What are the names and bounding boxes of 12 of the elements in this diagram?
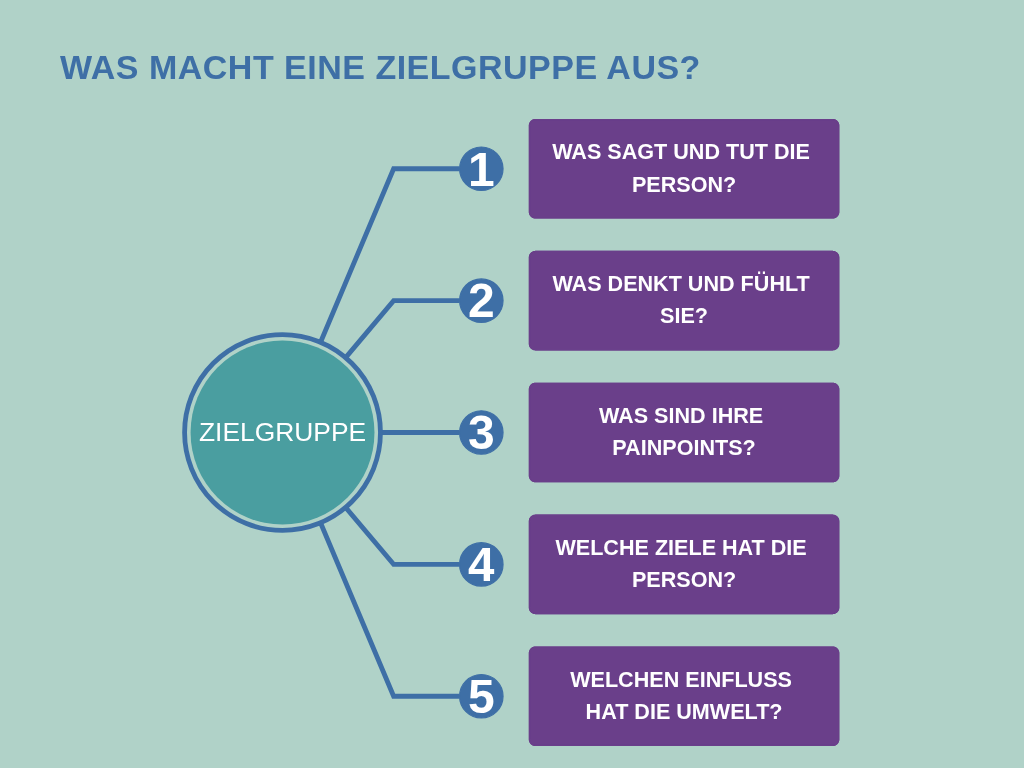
node-circle: 1 [459, 146, 504, 192]
connector [344, 298, 460, 360]
title: WAS MACHT EINE ZIELGRUPPE AUS? [60, 48, 701, 87]
node-circle: 5 [459, 673, 504, 719]
node-circle: 2 [459, 278, 504, 323]
connector [318, 521, 460, 699]
node-circle: 3 [459, 410, 504, 455]
connector [380, 430, 460, 435]
node-circle: ZIELGRUPPE [182, 332, 384, 533]
connector [344, 505, 460, 567]
connector [318, 166, 460, 344]
node-circle: 4 [459, 542, 504, 587]
